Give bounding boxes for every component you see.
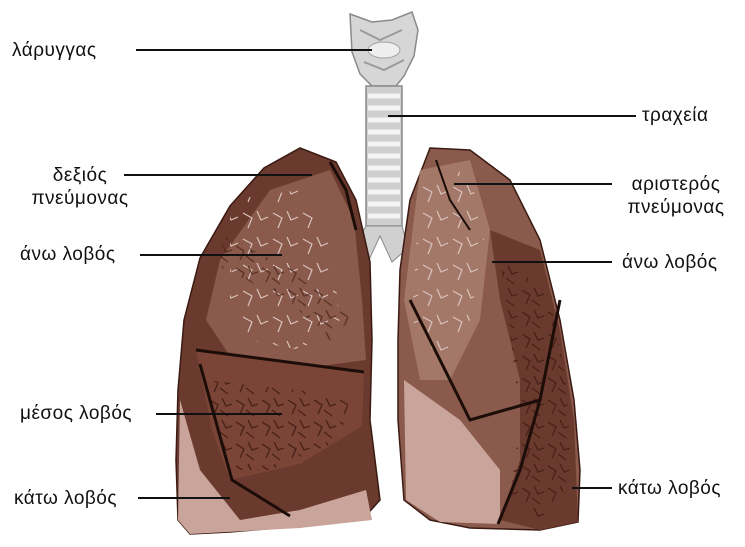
label-left-lower-lobe: κάτω λοβός bbox=[618, 477, 721, 500]
label-right-lung-line1: δεξιός bbox=[24, 164, 136, 187]
label-right-upper-lobe: άνω λοβός bbox=[20, 243, 116, 266]
label-larynx: λάρυγγας bbox=[12, 39, 97, 62]
label-left-upper-lobe: άνω λοβός bbox=[622, 251, 718, 274]
label-left-lung: αριστερός πνεύμονας bbox=[612, 173, 740, 219]
left-lung bbox=[398, 148, 580, 530]
label-right-lower-lobe: κάτω λοβός bbox=[14, 487, 117, 510]
label-right-lung: δεξιός πνεύμονας bbox=[24, 164, 136, 210]
label-left-lung-line1: αριστερός bbox=[612, 173, 740, 196]
label-trachea: τραχεία bbox=[642, 104, 708, 127]
label-middle-lobe: μέσος λοβός bbox=[20, 402, 132, 425]
label-right-lung-line2: πνεύμονας bbox=[24, 187, 136, 210]
right-lung bbox=[176, 148, 380, 534]
label-left-lung-line2: πνεύμονας bbox=[612, 196, 740, 219]
